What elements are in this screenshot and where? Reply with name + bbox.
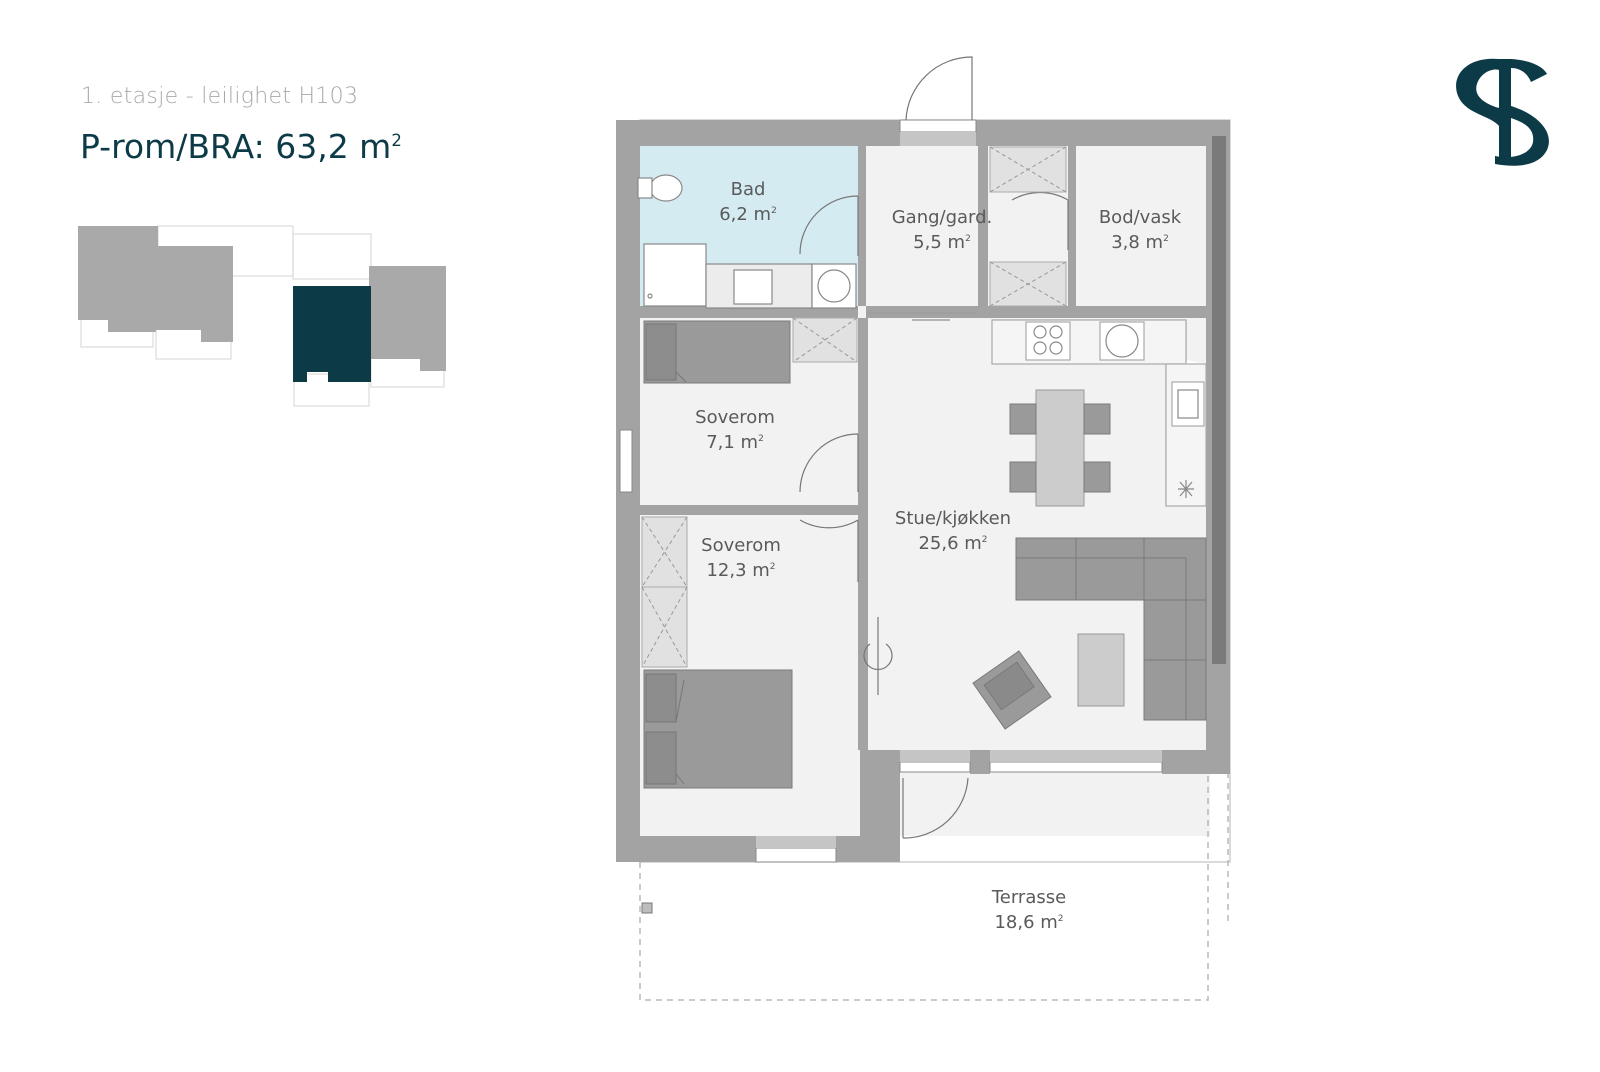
sofa <box>1015 537 1207 721</box>
room-label-stue: Stue/kjøkken 25,6 m2 <box>895 506 1011 556</box>
room-name: Soverom <box>695 407 775 428</box>
key-plan-building-east <box>369 266 446 371</box>
room-label-gang: Gang/gard. 5,5 m2 <box>892 205 993 255</box>
room-name: Stue/kjøkken <box>894 508 1012 529</box>
terrace-post <box>641 902 653 914</box>
room-name: Bad <box>730 179 766 200</box>
room-area: 6,2 m2 <box>719 204 777 225</box>
room-area: 12,3 m2 <box>706 560 776 581</box>
armchair <box>972 650 1052 730</box>
room-area: 18,6 m2 <box>994 912 1064 933</box>
floor-plan <box>616 56 1231 1001</box>
room-label-soverom-1: Soverom 7,1 m2 <box>695 405 775 455</box>
s-monogram-logo <box>1456 58 1549 166</box>
dining-table <box>1035 389 1085 507</box>
key-plan-building-west <box>78 226 233 342</box>
room-area: 25,6 m2 <box>918 533 988 554</box>
room-area: 7,1 m2 <box>706 432 764 453</box>
room-area: 3,8 m2 <box>1111 232 1169 253</box>
bathroom-fixtures <box>637 174 857 309</box>
room-name: Soverom <box>701 535 781 556</box>
key-plan <box>78 225 446 407</box>
title-superscript: 2 <box>391 131 402 150</box>
room-label-bad: Bad 6,2 m2 <box>719 177 777 227</box>
coffee-table <box>1077 633 1125 707</box>
room-label-terrasse: Terrasse 18,6 m2 <box>992 885 1066 935</box>
room-name: Bod/vask <box>1098 207 1182 228</box>
floor-subtitle: 1. etasje - leilighet H103 <box>81 84 359 109</box>
terrace-outline <box>639 772 1209 1001</box>
key-plan-apartment-highlight <box>293 286 371 382</box>
room-label-bod: Bod/vask 3,8 m2 <box>1099 205 1181 255</box>
page-title: P-rom/BRA: 63,2 m2 <box>80 127 402 166</box>
room-name: Terrasse <box>991 887 1067 908</box>
title-text: P-rom/BRA: 63,2 m <box>80 127 392 166</box>
room-area: 5,5 m2 <box>913 232 971 253</box>
room-label-soverom-2: Soverom 12,3 m2 <box>701 533 781 583</box>
dining-chairs <box>1009 403 1111 493</box>
room-name: Gang/gard. <box>891 207 993 228</box>
